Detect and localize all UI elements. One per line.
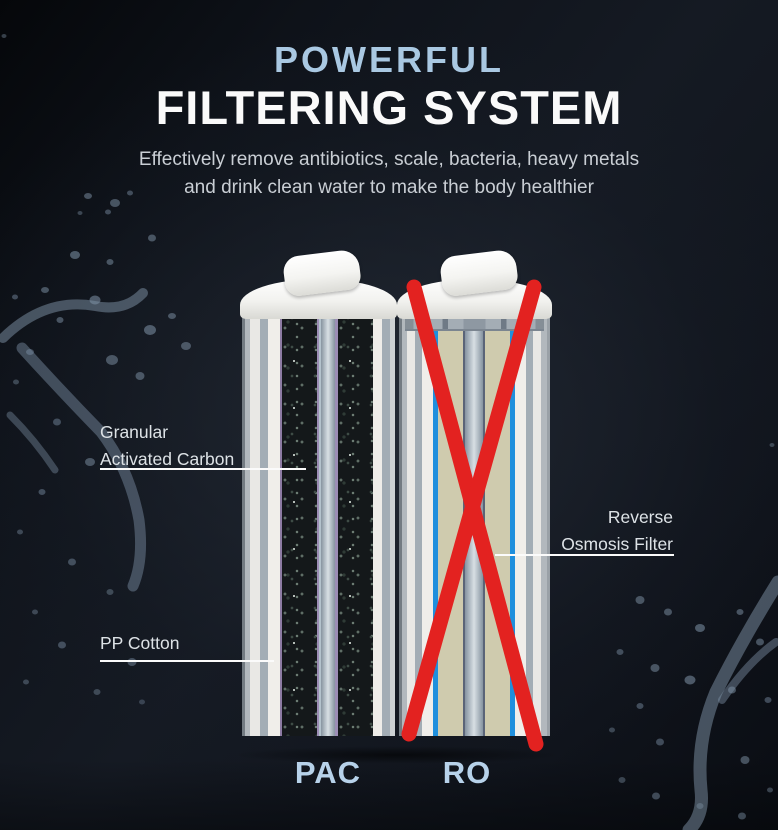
- activated-carbon-media: [338, 305, 373, 736]
- reverse-osmosis-label-line-1: Reverse: [607, 507, 673, 527]
- subtitle-line-1: Effectively remove antibiotics, scale, b…: [138, 148, 640, 170]
- water-splash-right: [609, 443, 778, 830]
- reverse-osmosis-pointer-line: [495, 554, 674, 556]
- pac-cross-section: [242, 305, 395, 736]
- red-cross-icon: [401, 279, 544, 752]
- ro-filter-cartridge: [397, 248, 552, 752]
- granular-activated-carbon-pointer-line: [100, 468, 306, 470]
- gac-label-line-1: Granular: [100, 422, 169, 442]
- page-title: FILTERING SYSTEM: [155, 81, 623, 134]
- pac-filter-cartridge: [240, 248, 397, 750]
- pac-name-label: PAC: [294, 755, 362, 790]
- reverse-osmosis-label-line-2: Osmosis Filter: [561, 534, 673, 554]
- subtitle-line-2: and drink clean water to make the body h…: [184, 176, 594, 198]
- activated-carbon-media: [282, 305, 317, 736]
- ro-name-label: RO: [442, 755, 492, 790]
- pp-cotton-label: PP Cotton: [100, 633, 180, 653]
- pac-base: [238, 734, 399, 750]
- reverse-osmosis-label: Reverse Osmosis Filter: [455, 504, 673, 558]
- cartridge-floor-shadow: [232, 746, 562, 764]
- header: POWERFUL FILTERING SYSTEM Effectively re…: [0, 42, 778, 202]
- gac-label-line-2: Activated Carbon: [100, 449, 235, 469]
- pp-cotton-pointer-line: [100, 660, 274, 662]
- kicker-text: POWERFUL: [274, 39, 504, 80]
- granular-activated-carbon-label: Granular Activated Carbon: [100, 419, 234, 473]
- subtitle: Effectively remove antibiotics, scale, b…: [0, 146, 778, 202]
